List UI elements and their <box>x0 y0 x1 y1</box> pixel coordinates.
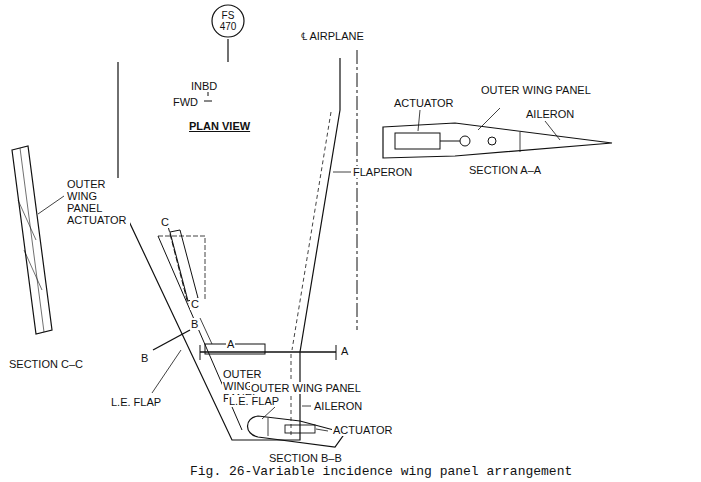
part-label: A <box>226 338 235 350</box>
part-label: AILERON <box>313 400 363 412</box>
part-label: SECTION B–B <box>268 452 343 464</box>
part-label: C <box>190 298 200 310</box>
part-label: OUTER WING PANEL ACTUATOR <box>66 178 130 226</box>
part-label: OUTER WING PANEL <box>250 382 362 394</box>
part-label: L.E. FLAP <box>110 396 162 408</box>
part-label: FWD <box>172 96 199 108</box>
part-label: SECTION C–C <box>8 358 84 370</box>
part-label: A <box>340 345 349 357</box>
part-label: SECTION A–A <box>468 164 542 176</box>
part-label: OUTER WING PANEL <box>480 84 592 96</box>
part-label: L.E. FLAP <box>228 395 280 407</box>
figure-caption: Fig. 26-Variable incidence wing panel ar… <box>190 464 572 479</box>
part-label: ACTUATOR <box>332 424 394 436</box>
station-text: FS 470 <box>216 10 240 32</box>
part-label: C <box>160 216 170 228</box>
part-label: B <box>140 352 149 364</box>
part-label: PLAN VIEW <box>188 120 251 132</box>
part-label: INBD <box>190 80 218 92</box>
part-label: ACTUATOR <box>393 97 455 109</box>
part-label: B <box>190 318 199 330</box>
station-circle: FS 470 <box>211 4 245 38</box>
part-label: ℄ AIRPLANE <box>300 30 365 42</box>
part-label: FLAPERON <box>352 166 413 178</box>
part-label: AILERON <box>525 108 575 120</box>
